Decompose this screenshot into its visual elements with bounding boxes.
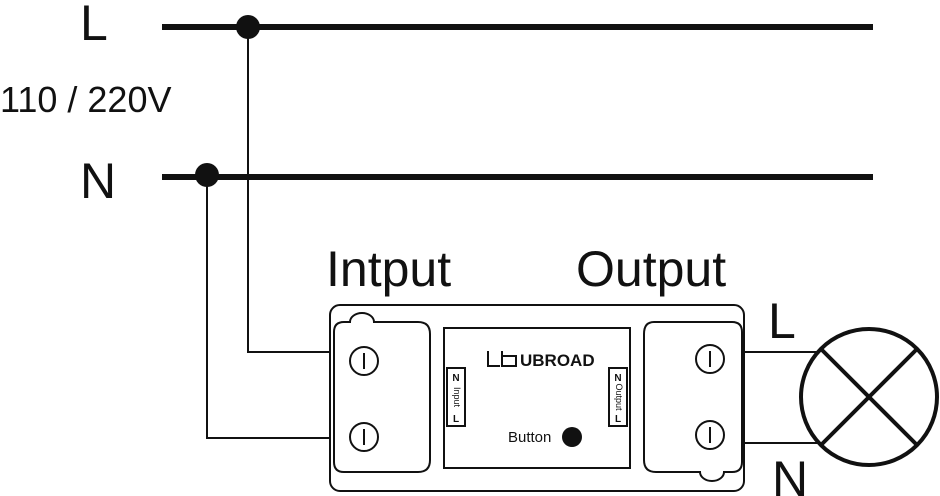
output-terminal-top[interactable] [695, 344, 725, 374]
module-center-panel [443, 327, 631, 469]
input-terminal-block [333, 312, 431, 473]
ubroad-logo-icon [487, 351, 517, 367]
lamp-icon [799, 327, 939, 467]
brand-name: UBROAD [520, 351, 595, 370]
output-terminal-block [643, 321, 743, 482]
input-terminal-bottom[interactable] [349, 422, 379, 452]
output-title: Output [576, 241, 726, 297]
input-side-label-strip [446, 367, 466, 427]
output-side-l-label: L [615, 414, 621, 425]
pairing-button[interactable] [562, 427, 582, 447]
load-line-label: L [768, 293, 796, 349]
button-label: Button [508, 429, 551, 446]
output-side-n-label: N [614, 373, 621, 384]
output-side-label-strip [608, 367, 628, 427]
supply-neutral-label: N [80, 153, 116, 209]
voltage-label: 110 / 220V [0, 79, 171, 120]
input-side-text: Input [452, 387, 462, 408]
input-terminal-top[interactable] [349, 346, 379, 376]
line-input-wire [247, 27, 332, 353]
supply-line-label: L [80, 0, 108, 51]
input-side-l-label: L [453, 414, 459, 425]
load-neutral-label: N [772, 451, 808, 496]
input-title: Intput [326, 241, 451, 297]
input-side-n-label: N [452, 373, 459, 384]
output-terminal-bottom[interactable] [695, 420, 725, 450]
output-side-text: Output [614, 383, 624, 411]
neutral-input-wire [206, 175, 332, 439]
